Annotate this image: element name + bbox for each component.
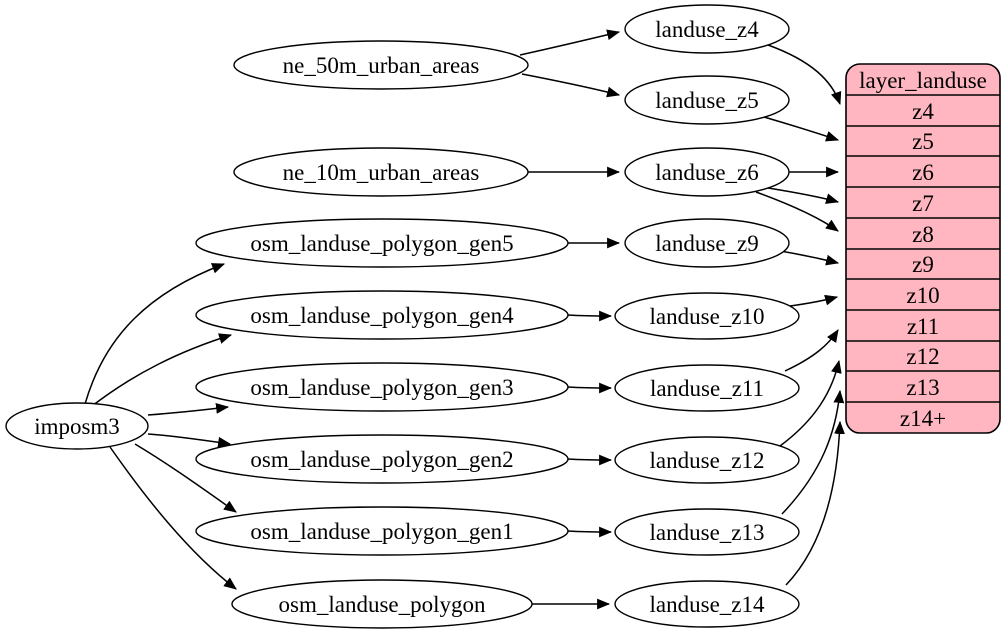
node-ne_10m_urban_areas: ne_10m_urban_areas	[233, 147, 529, 197]
edge-landuse_z6-to-row-z8	[755, 191, 839, 232]
edge-landuse_z4-to-row-z4	[767, 44, 842, 106]
node-landuse_z4-shape	[624, 4, 790, 54]
node-osm_landuse_polygon_gen1-shape	[195, 506, 569, 556]
node-landuse_z5-label: landuse_z5	[655, 88, 758, 113]
edge-imposm3-to-gen1	[134, 443, 237, 513]
node-landuse_z14-label: landuse_z14	[650, 592, 765, 617]
node-osm_landuse_polygon_gen5-shape	[195, 218, 569, 268]
node-landuse_z12: landuse_z12	[614, 436, 800, 484]
edge-landuse_z9-to-row-z9	[779, 250, 840, 266]
record-row-z5: z5	[912, 129, 934, 154]
node-landuse_z4: landuse_z4	[624, 4, 790, 54]
edges-layer	[84, 29, 845, 610]
node-osm_landuse_polygon_gen2: osm_landuse_polygon_gen2	[195, 434, 569, 484]
edge-imposm3-to-gen2	[147, 433, 232, 448]
node-landuse_z10-shape	[614, 292, 800, 340]
node-landuse_z5: landuse_z5	[624, 75, 790, 125]
node-ne_10m_urban_areas-shape	[233, 147, 529, 197]
node-landuse_z11: landuse_z11	[614, 364, 800, 412]
node-osm_landuse_polygon_gen4-label: osm_landuse_polygon_gen4	[250, 303, 514, 328]
node-landuse_z13-label: landuse_z13	[650, 520, 765, 545]
node-ne_50m_urban_areas-shape	[233, 40, 529, 90]
record-row-z6: z6	[912, 160, 934, 185]
record-row-z9: z9	[912, 252, 934, 277]
node-osm_landuse_polygon_gen2-label: osm_landuse_polygon_gen2	[250, 447, 513, 472]
node-osm_landuse_polygon_gen2-shape	[195, 434, 569, 484]
node-landuse_z10: landuse_z10	[614, 292, 800, 340]
node-landuse_z11-label: landuse_z11	[650, 376, 764, 401]
node-osm_landuse_polygon_gen5: osm_landuse_polygon_gen5	[195, 218, 569, 268]
edge-imposm3-to-osm_landuse_polygon	[109, 446, 237, 590]
edge-imposm3-to-gen4	[91, 333, 233, 407]
edge-gen4-to-landuse_z10	[567, 310, 613, 322]
record-row-z13: z13	[906, 375, 939, 400]
edge-gen3-to-landuse_z11	[567, 382, 613, 394]
node-osm_landuse_polygon_gen5-label: osm_landuse_polygon_gen5	[250, 231, 513, 256]
edge-ne_50m-to-landuse_z4	[519, 29, 621, 56]
record-row-z10: z10	[906, 283, 939, 308]
node-osm_landuse_polygon_gen3-label: osm_landuse_polygon_gen3	[250, 375, 513, 400]
node-landuse_z12-label: landuse_z12	[650, 448, 765, 473]
node-landuse_z10-label: landuse_z10	[650, 304, 765, 329]
record-row-z14: z14+	[900, 406, 946, 431]
node-osm_landuse_polygon_gen3-shape	[195, 362, 569, 412]
node-landuse_z6-shape	[624, 147, 790, 197]
record-row-z11: z11	[907, 314, 939, 339]
node-landuse_z6-label: landuse_z6	[655, 160, 758, 185]
node-imposm3: imposm3	[5, 402, 149, 450]
node-landuse_z5-shape	[624, 75, 790, 125]
edge-imposm3-to-gen3	[147, 403, 230, 416]
node-landuse_z13-shape	[614, 508, 800, 556]
node-landuse_z11-shape	[614, 364, 800, 412]
node-ne_10m_urban_areas-label: ne_10m_urban_areas	[283, 160, 480, 185]
edge-gen1-to-landuse_z13	[567, 526, 613, 538]
node-landuse_z9-label: landuse_z9	[655, 231, 758, 256]
node-landuse_z9-shape	[624, 218, 790, 268]
edge-landuse_z13-to-row-z13	[781, 389, 845, 515]
record-title: layer_landuse	[859, 68, 987, 93]
node-osm_landuse_polygon_gen4-shape	[195, 290, 569, 340]
record-layer_landuse: layer_landuse z4 z5 z6 z7 z8 z9 z10 z11 …	[845, 63, 1001, 434]
node-osm_landuse_polygon-shape	[231, 579, 533, 629]
edge-landuse_z5-to-row-z5	[763, 116, 840, 142]
edge-landuse_z6-to-row-z7	[767, 187, 840, 204]
node-landuse_z14-shape	[614, 580, 800, 628]
node-landuse_z4-label: landuse_z4	[655, 17, 759, 42]
node-osm_landuse_polygon-label: osm_landuse_polygon	[279, 592, 486, 617]
node-imposm3-label: imposm3	[34, 414, 120, 439]
node-osm_landuse_polygon: osm_landuse_polygon	[231, 579, 533, 629]
edge-ne_50m-to-landuse_z5	[521, 73, 621, 98]
node-osm_landuse_polygon_gen1: osm_landuse_polygon_gen1	[195, 506, 569, 556]
node-imposm3-shape	[5, 402, 149, 450]
node-landuse_z12-shape	[614, 436, 800, 484]
node-landuse_z13: landuse_z13	[614, 508, 800, 556]
node-landuse_z6: landuse_z6	[624, 147, 790, 197]
edge-gen2-to-landuse_z12	[567, 454, 613, 466]
node-osm_landuse_polygon_gen3: osm_landuse_polygon_gen3	[195, 362, 569, 412]
node-osm_landuse_polygon_gen4: osm_landuse_polygon_gen4	[195, 290, 569, 340]
record-row-z8: z8	[912, 222, 934, 247]
edge-landuse_z11-to-row-z11	[784, 329, 839, 372]
record-row-z12: z12	[906, 344, 939, 369]
edge-landuse_z14-to-row-z14	[785, 420, 845, 586]
node-ne_50m_urban_areas-label: ne_50m_urban_areas	[283, 53, 480, 78]
node-ne_50m_urban_areas: ne_50m_urban_areas	[233, 40, 529, 90]
edge-imposm3-to-gen5	[84, 263, 226, 405]
node-osm_landuse_polygon_gen1-label: osm_landuse_polygon_gen1	[250, 519, 513, 544]
record-row-z7: z7	[912, 191, 934, 216]
node-landuse_z14: landuse_z14	[614, 580, 800, 628]
edge-landuse_z10-to-row-z10	[789, 294, 839, 307]
edge-landuse_z12-to-row-z12	[779, 359, 842, 447]
record-row-z4: z4	[912, 99, 934, 124]
node-landuse_z9: landuse_z9	[624, 218, 790, 268]
